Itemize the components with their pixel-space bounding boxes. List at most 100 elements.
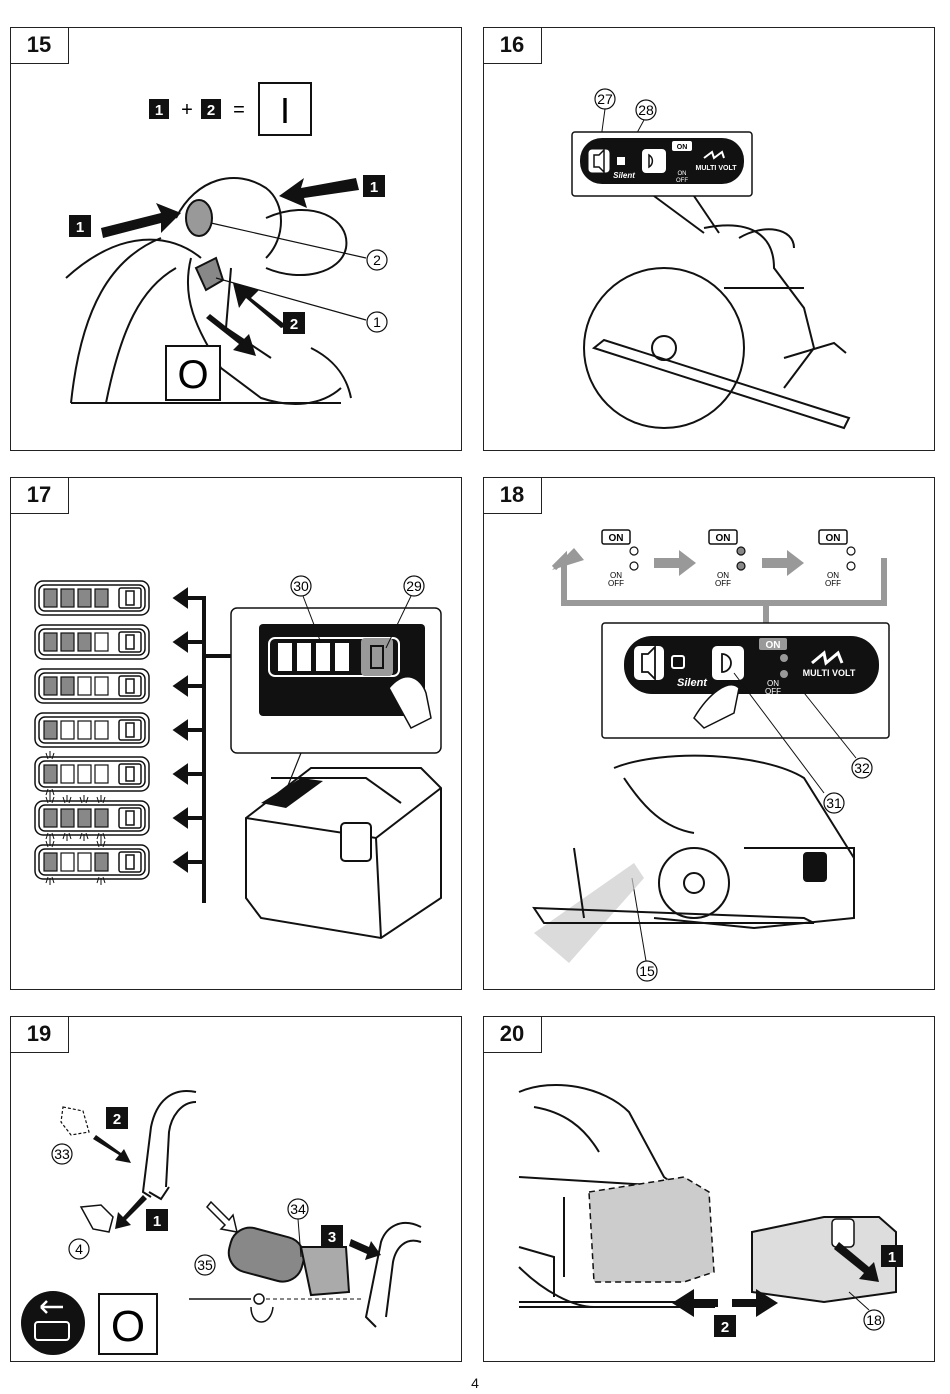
direction-arrow [205,1200,238,1233]
pull-arrow [233,283,287,328]
battery-icon [118,587,142,609]
indicator-led [94,632,109,652]
blink-mark [96,795,106,841]
indicator-led [77,808,92,828]
callout-15-label: 15 [639,963,655,979]
indicator-led [94,808,109,828]
led [335,643,349,671]
step-badge-label: 1 [370,179,378,196]
step-badge-label: 1 [153,1213,161,1230]
on-off-label-top: ON [767,679,779,688]
press-arrow-right [279,178,359,208]
callout-4 [68,1238,90,1260]
dust-cap-ghost [60,1106,90,1136]
indicator-led [77,764,92,784]
off-symbol: O [177,353,208,397]
battery-level-row [34,751,204,797]
indicator-led [43,588,58,608]
indicator-led [77,852,92,872]
on-symbol-box [258,82,312,136]
blink-mark [45,839,55,885]
light-icon [648,153,654,169]
indicator-led [94,676,109,696]
svg-text:OFF: OFF [715,579,731,588]
battery-icon [118,675,142,697]
svg-text:ON: ON [826,533,841,544]
callout-32 [851,757,873,779]
blink-mark [96,839,106,885]
indicator-led [77,676,92,696]
callout-33 [51,1143,73,1165]
figure-19-illustration: 33 2 4 1 34 3 35 [21,1090,422,1355]
step-badge [146,1209,168,1231]
press-arrow-left [101,203,181,238]
on-label: ON [677,144,688,151]
callout-35 [194,1254,216,1276]
callout-32-label: 32 [854,760,870,776]
next-arrow [654,550,696,576]
silent-indicator-led [617,157,625,165]
indicator-arrow [172,807,204,829]
step-arrow [93,1135,131,1163]
battery-icon [370,645,384,669]
saw-line-art [583,195,851,430]
saw-line-art [532,754,855,930]
light-button [712,646,744,680]
indicator-led [60,676,75,696]
indicator-led [77,720,92,740]
finger [693,684,740,729]
step-badge-2 [201,99,221,119]
indicator-arrow [172,763,204,785]
step-arrow [115,1195,147,1229]
dust-nozzle [227,1226,305,1283]
silent-indicator-led [671,655,685,669]
battery-level-row [34,712,204,748]
led [316,643,330,671]
pack-indicator [261,778,323,808]
callout-28 [635,99,657,121]
indicator-led [94,720,109,740]
light-button [642,149,666,173]
on-label-box [759,638,787,650]
on-label: ON [766,640,781,651]
figure-16-illustration: 27 28 Silent ON ON OFF MULTI VOLT [571,88,851,430]
check-button [361,638,393,676]
battery-level-row [34,624,204,660]
callout-1-label: 1 [373,314,381,330]
step-badge [69,215,91,237]
control-panel [624,636,879,694]
callout-31 [823,792,845,814]
light-beam [534,863,644,963]
figure-15-illustration: 1 + 2 = I 1 1 2 [65,82,388,405]
indicator-arrow [172,851,204,873]
indicator-led [43,632,58,652]
blink-mark [45,795,55,841]
slide-left-arrow [672,1289,718,1317]
svg-text:OFF: OFF [825,579,841,588]
battery-icon [118,763,142,785]
indicator-led [43,720,58,740]
blink-mark [45,751,55,797]
indicator-led [77,588,92,608]
step-arrow [349,1239,381,1260]
callout-29-label: 29 [406,578,422,594]
equation-b: 2 [207,102,215,119]
step-badge [106,1107,128,1129]
svg-text:OFF: OFF [608,579,624,588]
step-badge-label: 2 [721,1319,729,1336]
screw [253,1293,265,1305]
equation-equals: = [233,99,245,121]
equation-a: 1 [155,102,163,119]
indicator-led [94,588,109,608]
indicator-led [60,764,75,784]
svg-text:ON: ON [827,571,839,580]
battery-icon [118,851,142,873]
on-label-box [672,141,692,151]
trigger-switch [194,256,225,292]
battery-level-row [34,668,204,704]
callout-28-label: 28 [638,102,654,118]
